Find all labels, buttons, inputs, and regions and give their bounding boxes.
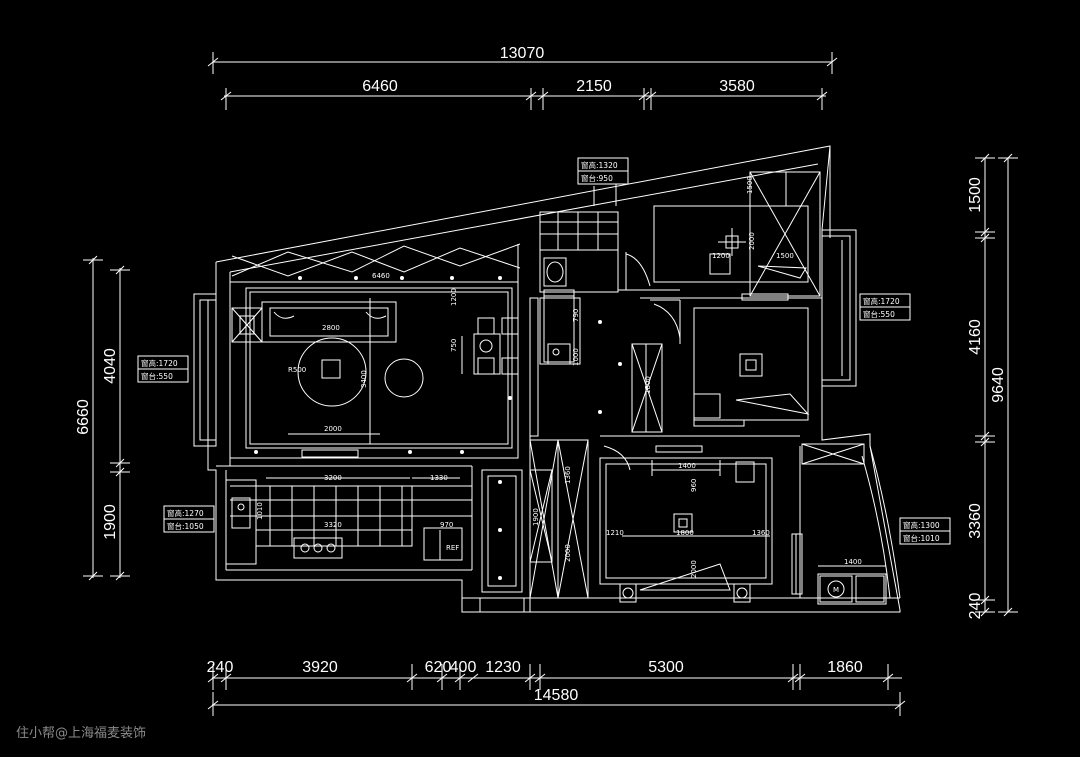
window-tag-1: 窗高:1320 窗台:950 (577, 157, 629, 185)
label-kitchen-top: 3200 (324, 474, 342, 482)
window-tag-4-height: 窗高:1270 (167, 508, 204, 518)
label-wardrobe-2000: 2000 (564, 544, 572, 562)
label-dining-depth: 1200 (450, 288, 458, 306)
right-window-bay (821, 229, 857, 387)
label-living-depth: 3400 (360, 370, 368, 388)
dim-bottom-seg-4: 400 (450, 659, 477, 676)
dim-right-seg-1: 1500 (967, 177, 984, 213)
dim-right-total: 9640 (990, 367, 1007, 403)
label-fridge-w: 970 (440, 521, 453, 529)
label-washer: M (833, 586, 839, 594)
left-dimension-lines (83, 255, 130, 581)
label-radius: R500 (288, 366, 306, 374)
label-rug: 2000 (324, 425, 342, 433)
balcony (801, 443, 887, 605)
dim-bottom-seg-2: 3920 (302, 659, 338, 676)
label-fridge: REF (446, 544, 459, 552)
window-tag-2: 窗高:1720 窗台:550 (859, 293, 911, 321)
top-dimension-lines (207, 52, 838, 110)
dim-right-seg-2: 4160 (967, 319, 984, 355)
dim-bottom-seg-6: 5300 (648, 659, 684, 676)
ceiling-lights (254, 276, 622, 580)
dim-bottom-total: 14580 (534, 687, 579, 704)
dim-bottom-seg-3: 620 (425, 659, 452, 676)
window-tag-5: 窗高:1300 窗台:1010 (899, 517, 951, 545)
window-tag-3-sill: 窗台:550 (141, 371, 173, 381)
corridor-cabinet (479, 469, 553, 613)
watermark: 住小帮@上海福麦装饰 (16, 726, 147, 741)
dim-bottom-seg-1: 240 (207, 659, 234, 676)
dim-bottom-seg-7: 1860 (827, 659, 863, 676)
dim-left-total: 6660 (75, 399, 92, 435)
bottom-dimension-lines (207, 664, 906, 716)
bath-window (593, 184, 617, 206)
label-bath-b: 1000 (572, 348, 580, 366)
dim-left-seg-1: 4040 (102, 348, 119, 384)
dim-top-seg-1: 6460 (362, 78, 398, 95)
dim-top-seg-2: 2150 (576, 78, 612, 95)
label-bed1-cab: 1500 (746, 176, 754, 194)
label-bed1-w: 1500 (776, 252, 794, 260)
label-wardrobe-1360: 1360 (564, 466, 572, 484)
balcony-curve (861, 445, 901, 599)
kitchen (225, 477, 472, 565)
dim-bottom-seg-5: 1230 (485, 659, 521, 676)
hallway (600, 299, 800, 437)
bedroom-2 (679, 298, 823, 440)
label-closet: 1800 (644, 376, 652, 394)
label-master-1210: 1210 (606, 529, 624, 537)
label-sink-w: 1010 (256, 502, 264, 520)
left-window-bay (193, 293, 217, 447)
window-tag-3-height: 窗高:1720 (141, 358, 178, 368)
label-wardrobe-1900: 1900 (532, 508, 540, 526)
label-balcony-1400: 1400 (844, 558, 862, 566)
window-tag-4-sill: 窗台:1050 (167, 521, 204, 531)
dim-right-seg-3: 3360 (967, 503, 984, 539)
window-tag-3: 窗高:1720 窗台:550 (137, 355, 189, 383)
label-master-2000: 2000 (690, 560, 698, 578)
label-bath-a: 790 (572, 309, 580, 322)
label-master-1400: 1400 (678, 462, 696, 470)
dim-right-seg-4: 240 (967, 593, 984, 620)
master-bedroom (529, 439, 803, 603)
dim-top-seg-3: 3580 (719, 78, 755, 95)
window-tag-4: 窗高:1270 窗台:1050 (163, 505, 215, 533)
label-bed1-desk: 1200 (712, 252, 730, 260)
label-master-1800: 1800 (676, 529, 694, 537)
window-tag-2-height: 窗高:1720 (863, 296, 900, 306)
bedroom-1 (640, 171, 822, 301)
label-master-1360: 1360 (752, 529, 770, 537)
window-tag-2-sill: 窗台:550 (863, 309, 895, 319)
label-living-width: 6460 (372, 272, 390, 280)
window-tag-1-sill: 窗台:950 (581, 173, 613, 183)
window-tag-5-height: 窗高:1300 (903, 520, 940, 530)
label-dining-table: 750 (450, 339, 458, 352)
label-sofa: 2800 (322, 324, 340, 332)
dim-left-seg-2: 1900 (102, 504, 119, 540)
window-tag-1-height: 窗高:1320 (581, 160, 618, 170)
living-area (229, 243, 521, 459)
label-bed1-len: 2000 (748, 232, 756, 250)
label-kitchen-len: 3320 (324, 521, 342, 529)
dim-top-total: 13070 (500, 45, 545, 62)
label-kitchen-ext: 1330 (430, 474, 448, 482)
window-tag-5-sill: 窗台:1010 (903, 533, 940, 543)
right-dimension-lines (975, 153, 1018, 617)
label-master-960: 960 (690, 479, 698, 492)
